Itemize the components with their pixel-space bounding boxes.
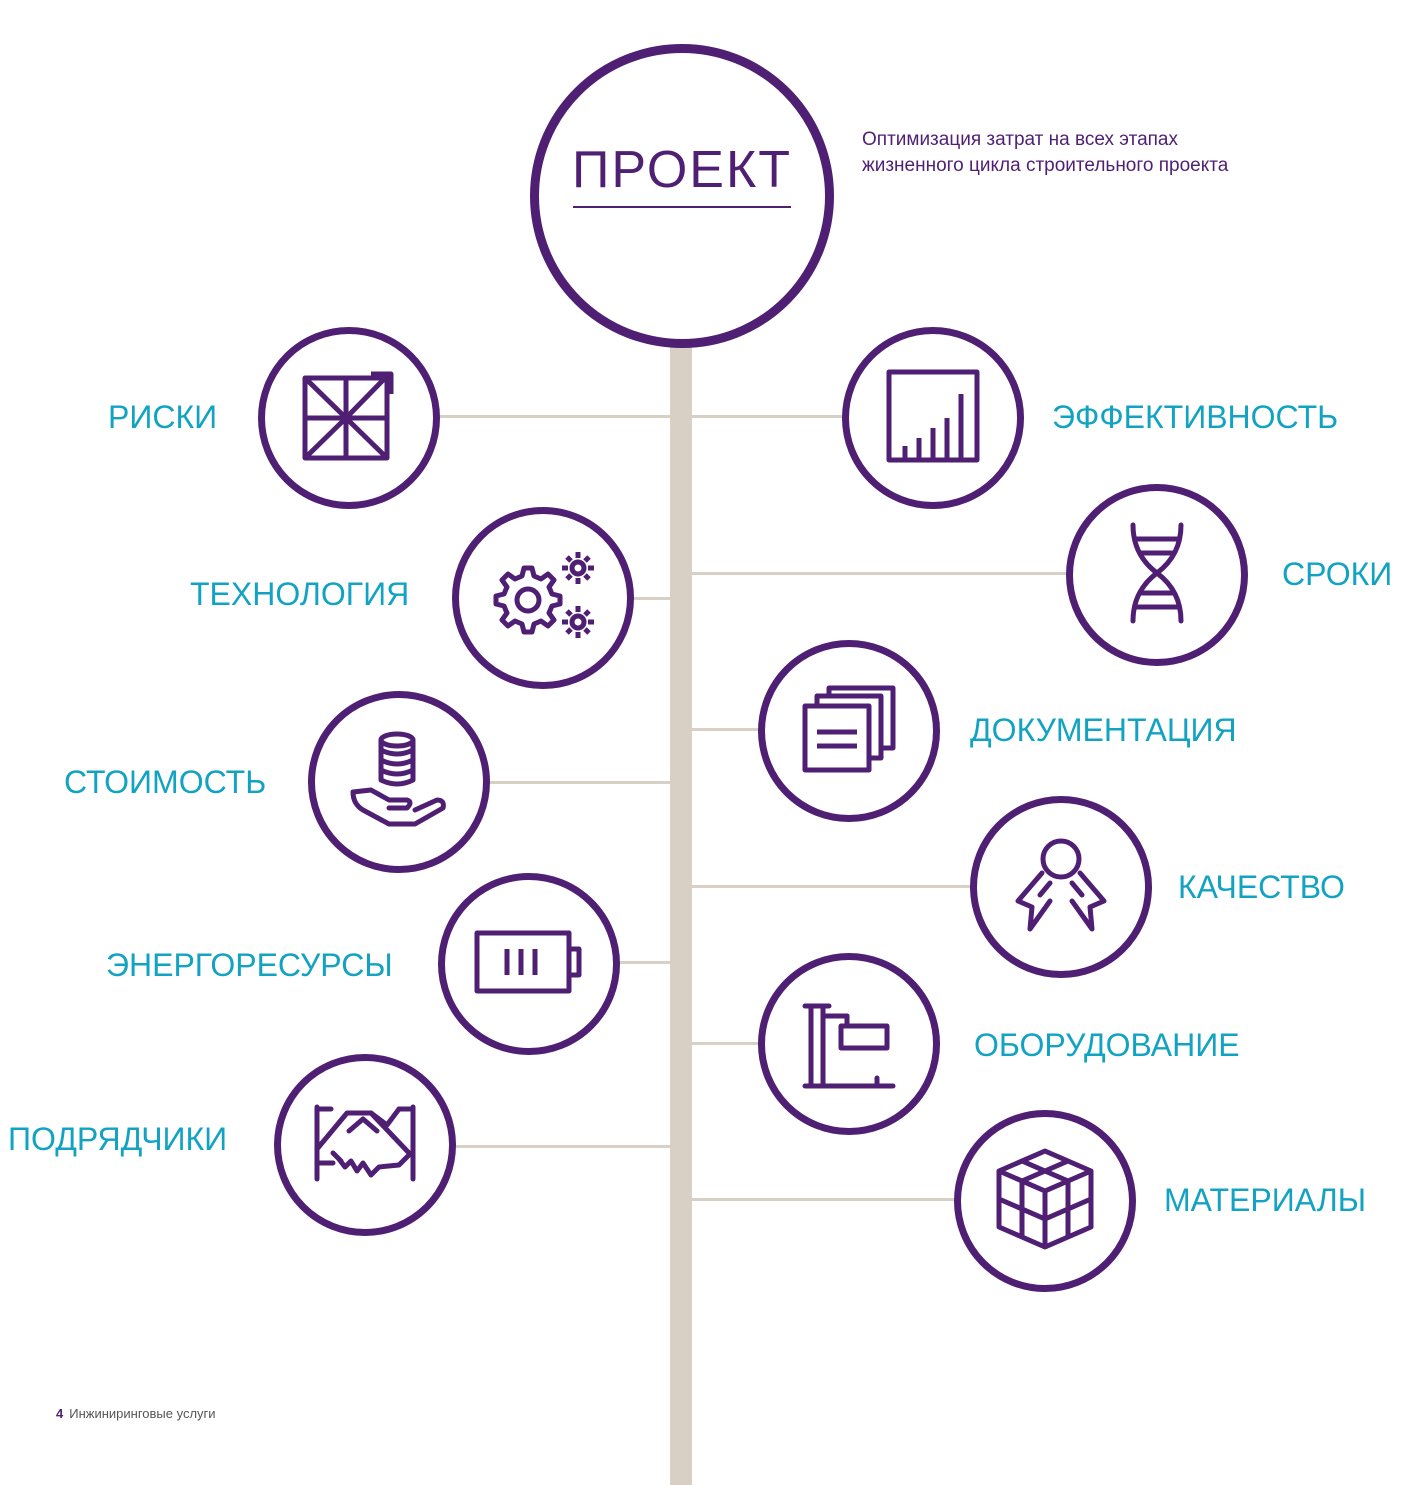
node-documentation: [758, 640, 940, 822]
node-efficiency: [842, 327, 1024, 509]
branch-documentation: [690, 728, 760, 731]
node-materials: [954, 1110, 1136, 1292]
label-risks: РИСКИ: [108, 399, 218, 435]
branch-quality: [690, 885, 975, 888]
gears-icon: [488, 546, 598, 651]
branch-risks: [436, 415, 672, 418]
cube-icon: [995, 1147, 1095, 1256]
section-title: Инжиниринговые услуги: [69, 1406, 216, 1421]
documents-icon: [801, 684, 897, 779]
bar-chart-icon: [885, 368, 981, 469]
node-contractors: [274, 1054, 456, 1236]
label-documentation: ДОКУМЕНТАЦИЯ: [970, 712, 1237, 748]
risk-matrix-icon: [301, 368, 397, 469]
crane-icon: [801, 994, 897, 1095]
project-description: Оптимизация затрат на всех этапах жизнен…: [862, 129, 1229, 176]
page-footer: 4 Инжиниринговые услуги: [56, 1406, 216, 1421]
handshake-icon: [313, 1101, 417, 1190]
dna-hourglass-icon: [1117, 521, 1197, 630]
branch-technology: [630, 597, 672, 600]
node-quality: [970, 796, 1152, 978]
label-technology: ТЕХНОЛОГИЯ: [190, 576, 410, 612]
label-quality: КАЧЕСТВО: [1178, 869, 1345, 905]
label-efficiency: ЭФФЕКТИВНОСТЬ: [1052, 399, 1339, 435]
label-deadlines: СРОКИ: [1282, 556, 1393, 592]
label-cost: СТОИМОСТЬ: [64, 764, 267, 800]
label-equipment: ОБОРУДОВАНИЕ: [974, 1027, 1240, 1063]
branch-deadlines: [690, 572, 1070, 575]
page-number: 4: [56, 1406, 64, 1421]
label-materials: МАТЕРИАЛЫ: [1164, 1182, 1367, 1218]
node-technology: [452, 507, 634, 689]
branch-equipment: [690, 1042, 760, 1045]
branch-efficiency: [690, 415, 845, 418]
node-equipment: [758, 953, 940, 1135]
branch-energy: [618, 961, 672, 964]
node-cost: [308, 691, 490, 873]
project-title-underline: [573, 206, 791, 208]
diagram-trunk: [670, 298, 692, 1485]
label-contractors: ПОДРЯДЧИКИ: [8, 1121, 228, 1157]
node-deadlines: [1066, 484, 1248, 666]
battery-icon: [473, 927, 585, 1002]
node-risks: [258, 327, 440, 509]
project-circle: [530, 44, 834, 348]
branch-cost: [488, 781, 672, 784]
project-title: ПРОЕКТ: [571, 141, 793, 199]
award-ribbon-icon: [1006, 837, 1116, 938]
label-energy: ЭНЕРГОРЕСУРСЫ: [106, 947, 393, 983]
branch-contractors: [454, 1145, 672, 1148]
coins-in-hand-icon: [349, 730, 449, 835]
node-energy: [438, 873, 620, 1055]
branch-materials: [690, 1198, 958, 1201]
